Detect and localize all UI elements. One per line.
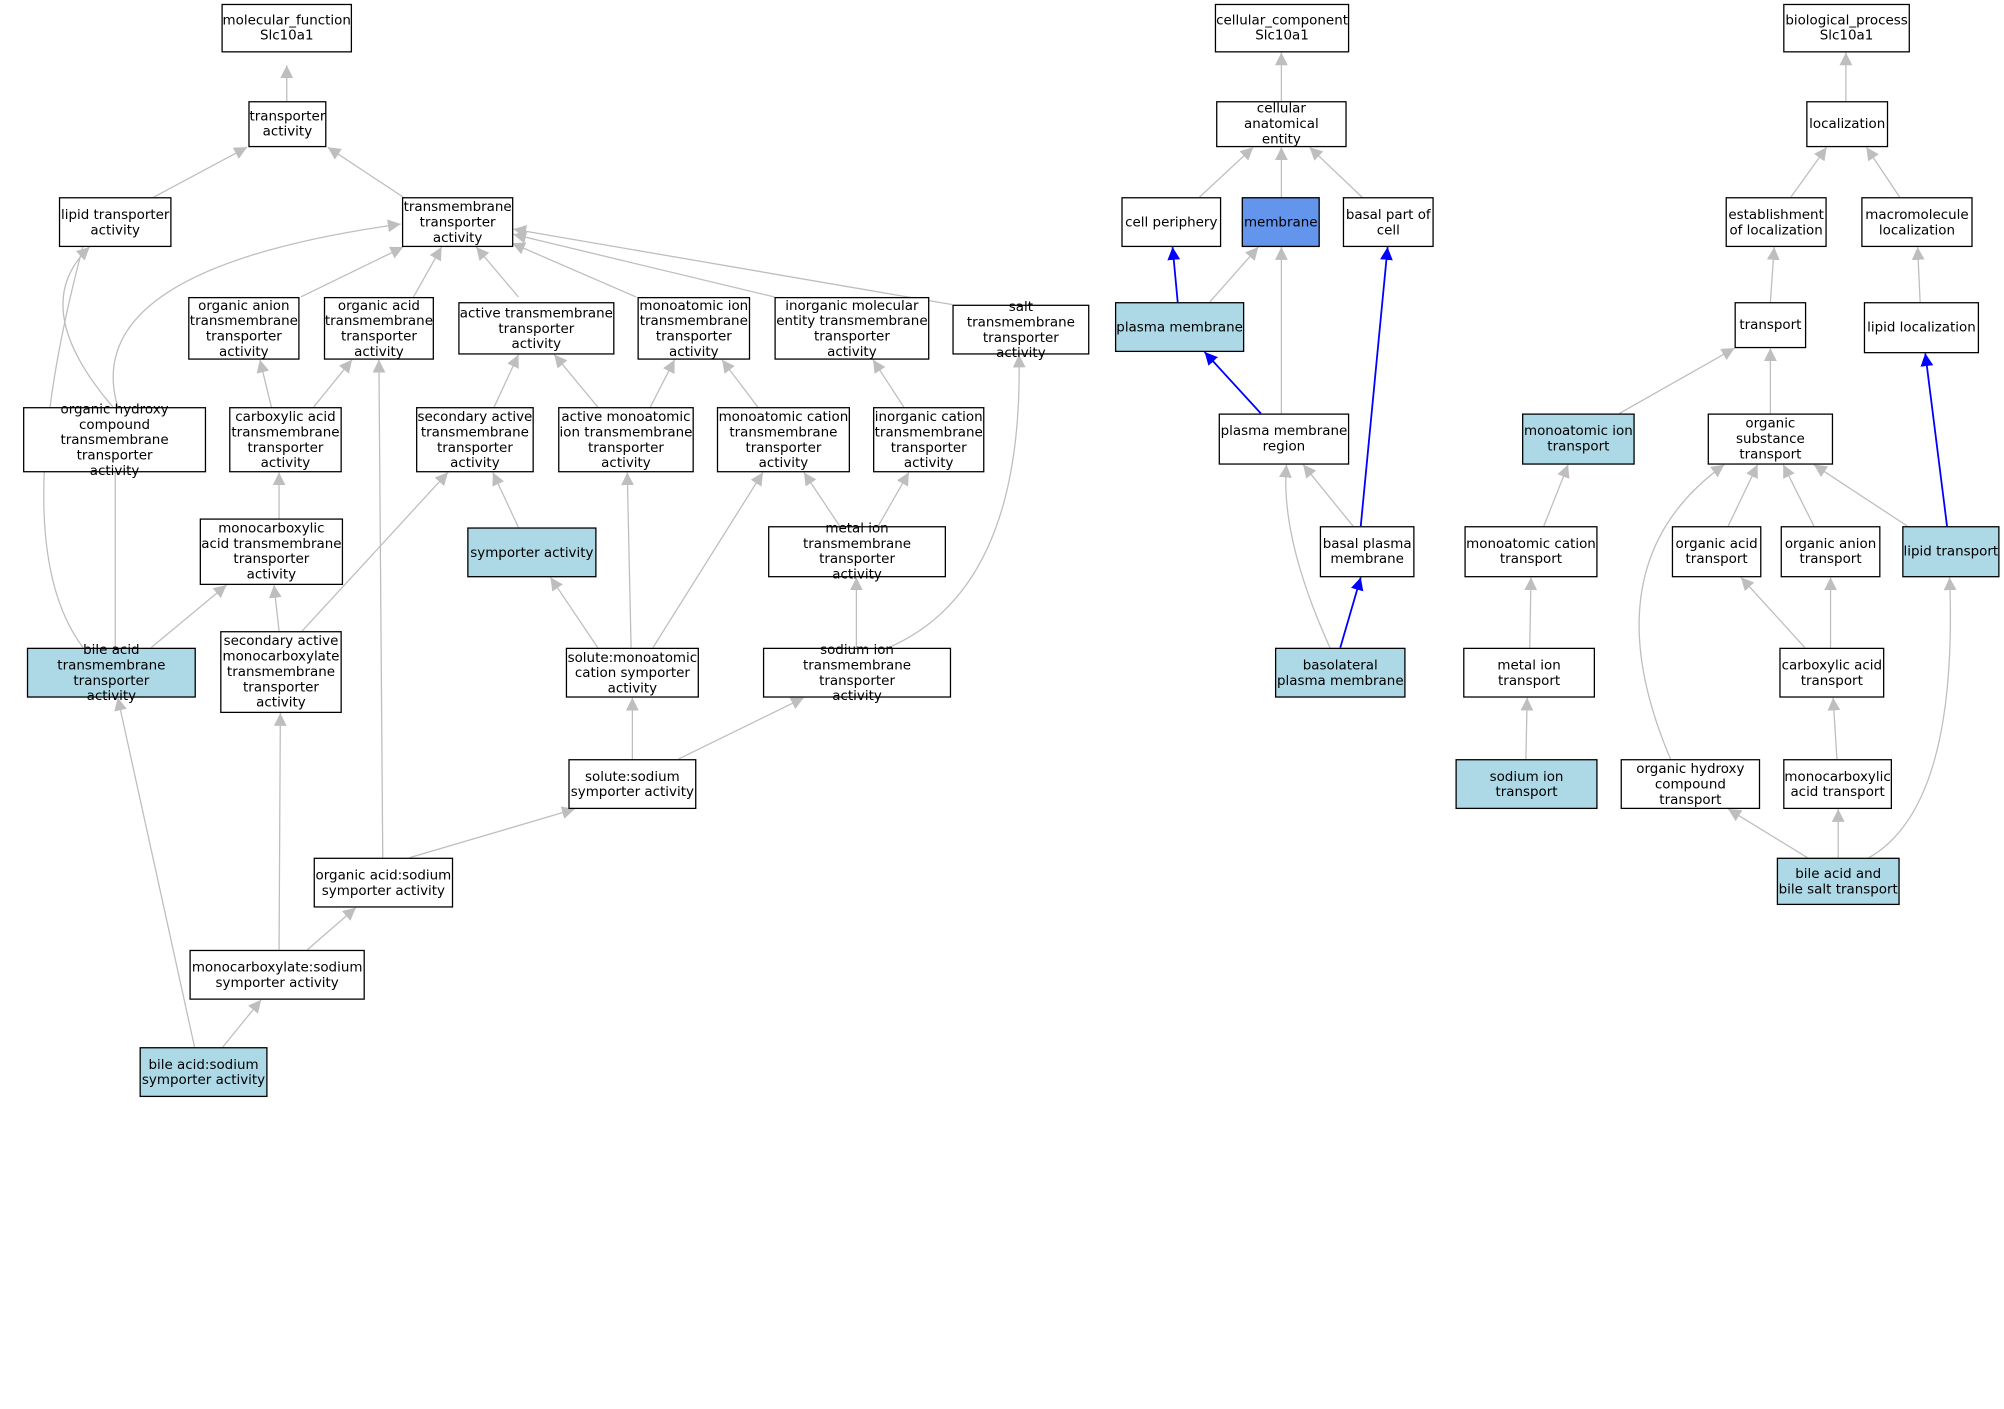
node-organic-hydroxy-compound-transport[interactable]: organic hydroxy compound transport <box>1620 759 1761 810</box>
node-mf-root[interactable]: molecular_function Slc10a1 <box>221 3 353 53</box>
node-lipid-localization[interactable]: lipid localization <box>1863 302 1980 354</box>
node-establishment-of-localization[interactable]: establishment of localization <box>1725 197 1827 248</box>
node-plasma-membrane-region[interactable]: plasma membrane region <box>1218 413 1350 465</box>
node-organic-substance-transport[interactable]: organic substance transport <box>1707 413 1834 465</box>
node-organic-hydroxy-compound-transmembrane-transporter-activity[interactable]: organic hydroxy compound transmembrane t… <box>23 401 207 478</box>
node-transmembrane-transporter-activity[interactable]: transmembrane transporter activity <box>401 197 514 248</box>
node-cell-periphery[interactable]: cell periphery <box>1121 197 1222 248</box>
node-localization[interactable]: localization <box>1806 101 1889 148</box>
node-lipid-transporter-activity[interactable]: lipid transporter activity <box>58 197 172 248</box>
node-organic-anion-transmembrane-transporter-activity[interactable]: organic anion transmembrane transporter … <box>188 296 300 360</box>
node-bile-acid-sodium-symporter-activity[interactable]: bile acid:sodium symporter activity <box>139 1047 268 1098</box>
node-organic-anion-transport[interactable]: organic anion transport <box>1780 526 1881 578</box>
node-carboxylic-acid-transport[interactable]: carboxylic acid transport <box>1779 647 1885 698</box>
node-carboxylic-acid-transmembrane-transporter-activity[interactable]: carboxylic acid transmembrane transporte… <box>229 407 342 473</box>
node-sodium-ion-transport[interactable]: sodium ion transport <box>1455 759 1598 810</box>
node-monoatomic-cation-transmembrane-transporter-activity[interactable]: monoatomic cation transmembrane transpor… <box>716 407 850 473</box>
node-secondary-active-transmembrane-transporter-activity[interactable]: secondary active transmembrane transport… <box>416 407 534 473</box>
node-organic-acid-sodium-symporter-activity[interactable]: organic acid:sodium symporter activity <box>313 857 454 908</box>
node-basal-part-of-cell[interactable]: basal part of cell <box>1342 197 1434 248</box>
node-monoatomic-ion-transmembrane-transporter-activity[interactable]: monoatomic ion transmembrane transporter… <box>637 296 751 360</box>
node-membrane[interactable]: membrane <box>1241 197 1320 248</box>
node-monoatomic-cation-transport[interactable]: monoatomic cation transport <box>1464 526 1598 578</box>
part-of-edges <box>1167 246 1948 648</box>
node-inorganic-cation-transmembrane-transporter-activity[interactable]: inorganic cation transmembrane transport… <box>873 407 985 473</box>
node-bile-acid-transmembrane-transporter-activity[interactable]: bile acid transmembrane transporter acti… <box>26 642 196 703</box>
node-secondary-active-monocarboxylate-transmembrane-transporter-activity[interactable]: secondary active monocarboxylate transme… <box>220 631 342 714</box>
node-monocarboxylic-acid-transport[interactable]: monocarboxylic acid transport <box>1783 759 1892 810</box>
node-transporter-activity[interactable]: transporter activity <box>248 101 327 148</box>
node-macromolecule-localization[interactable]: macromolecule localization <box>1861 197 1973 248</box>
node-cc-root[interactable]: cellular_component Slc10a1 <box>1214 3 1350 53</box>
node-sodium-ion-transmembrane-transporter-activity[interactable]: sodium ion transmembrane transporter act… <box>762 642 952 703</box>
node-plasma-membrane[interactable]: plasma membrane <box>1114 302 1245 353</box>
edge-layer <box>43 52 1957 1048</box>
node-inorganic-molecular-entity-transmembrane-transporter-activity[interactable]: inorganic molecular entity transmembrane… <box>774 296 930 360</box>
node-basolateral-plasma-membrane[interactable]: basolateral plasma membrane <box>1274 647 1406 698</box>
node-monocarboxylic-acid-transmembrane-transporter-activity[interactable]: monocarboxylic acid transmembrane transp… <box>199 518 344 586</box>
node-metal-ion-transmembrane-transporter-activity[interactable]: metal ion transmembrane transporter acti… <box>768 521 946 582</box>
node-lipid-transport[interactable]: lipid transport <box>1902 526 2000 578</box>
is-a-edges <box>43 52 1957 1048</box>
node-salt-transmembrane-transporter-activity[interactable]: salt transmembrane transporter activity <box>952 299 1090 360</box>
node-bile-acid-and-bile-salt-transport[interactable]: bile acid and bile salt transport <box>1776 857 1900 906</box>
node-transport[interactable]: transport <box>1734 302 1807 349</box>
node-active-transmembrane-transporter-activity[interactable]: active transmembrane transporter activit… <box>458 302 615 355</box>
node-monocarboxylate-sodium-symporter-activity[interactable]: monocarboxylate:sodium symporter activit… <box>189 949 365 1000</box>
node-bp-root[interactable]: biological_process Slc10a1 <box>1783 3 1910 53</box>
node-solute-monoatomic-cation-symporter-activity[interactable]: solute:monoatomic cation symporter activ… <box>565 647 699 698</box>
node-cellular-anatomical-entity[interactable]: cellular anatomical entity <box>1216 101 1347 148</box>
node-basal-plasma-membrane[interactable]: basal plasma membrane <box>1319 526 1415 578</box>
node-organic-acid-transport[interactable]: organic acid transport <box>1671 526 1762 578</box>
node-monoatomic-ion-transport[interactable]: monoatomic ion transport <box>1522 413 1635 465</box>
node-metal-ion-transport[interactable]: metal ion transport <box>1463 647 1596 698</box>
node-symporter-activity[interactable]: symporter activity <box>467 527 597 578</box>
node-organic-acid-transmembrane-transporter-activity[interactable]: organic acid transmembrane transporter a… <box>323 296 434 360</box>
node-solute-sodium-symporter-activity[interactable]: solute:sodium symporter activity <box>568 759 697 810</box>
node-active-monoatomic-ion-transmembrane-transporter-activity[interactable]: active monoatomic ion transmembrane tran… <box>558 407 694 473</box>
